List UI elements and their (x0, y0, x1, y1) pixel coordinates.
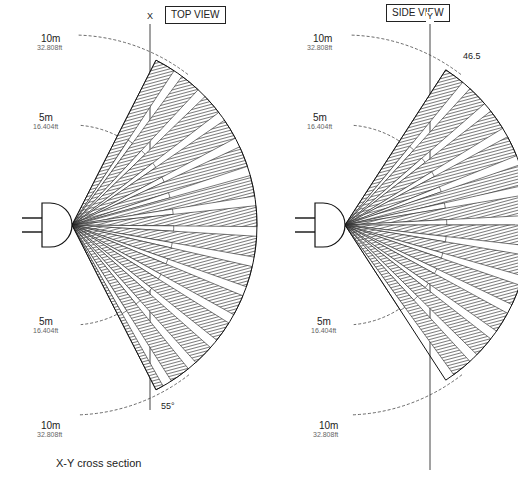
detection-beam (345, 225, 418, 300)
range-arc (352, 35, 462, 75)
distance-feet: 32.808ft (36, 431, 63, 439)
distance-label: 5m (38, 316, 54, 327)
detection-beam (345, 225, 491, 355)
top-view (22, 24, 257, 415)
caption-text: X-Y cross section (55, 457, 142, 469)
side-view (295, 24, 518, 470)
sensor-pin (295, 231, 315, 232)
distance-label: 10m (40, 33, 61, 44)
distance-label: 5m (312, 112, 328, 123)
distance-label: 10m (312, 33, 333, 44)
view-heading-box: SIDE VIEW (386, 4, 450, 22)
range-arc (352, 375, 462, 415)
distance-feet: 32.808ft (306, 44, 333, 52)
distance-feet: 32.808ft (312, 431, 339, 439)
detection-beam (72, 225, 211, 362)
detection-beam (72, 225, 163, 390)
view-title: SIDE VIEW (392, 7, 444, 19)
view-heading-box: TOP VIEW (165, 6, 226, 24)
distance-label: 5m (38, 112, 54, 123)
sensor-dome (42, 203, 72, 247)
angle-label: 46.5 (462, 52, 482, 62)
distance-label: 5m (316, 316, 332, 327)
axis-name: Y (426, 12, 434, 22)
fan-outline (345, 70, 518, 380)
detection-beam (72, 206, 257, 227)
distance-feet: 16.404ft (306, 123, 333, 131)
axis-name: X (146, 12, 154, 22)
detection-beam (345, 225, 405, 310)
sensor-pin (295, 217, 315, 218)
detection-beam (72, 225, 127, 314)
distance-feet: 16.404ft (32, 123, 59, 131)
distance-feet: 32.808ft (36, 44, 63, 52)
distance-feet: 16.404ft (32, 327, 59, 335)
detection-beam (345, 220, 447, 225)
detection-beam (345, 225, 470, 375)
sensor-pin (22, 231, 42, 232)
detection-beam (72, 225, 188, 381)
fan-outline (72, 60, 257, 390)
view-title: TOP VIEW (171, 9, 220, 21)
distance-label: 10m (318, 420, 339, 431)
detection-beam (345, 194, 518, 225)
angle-label: 55° (160, 402, 176, 412)
distance-feet: 16.404ft (310, 327, 337, 335)
sensor-pin (22, 217, 42, 218)
sensor-dome (315, 203, 345, 247)
distance-label: 10m (40, 420, 61, 431)
